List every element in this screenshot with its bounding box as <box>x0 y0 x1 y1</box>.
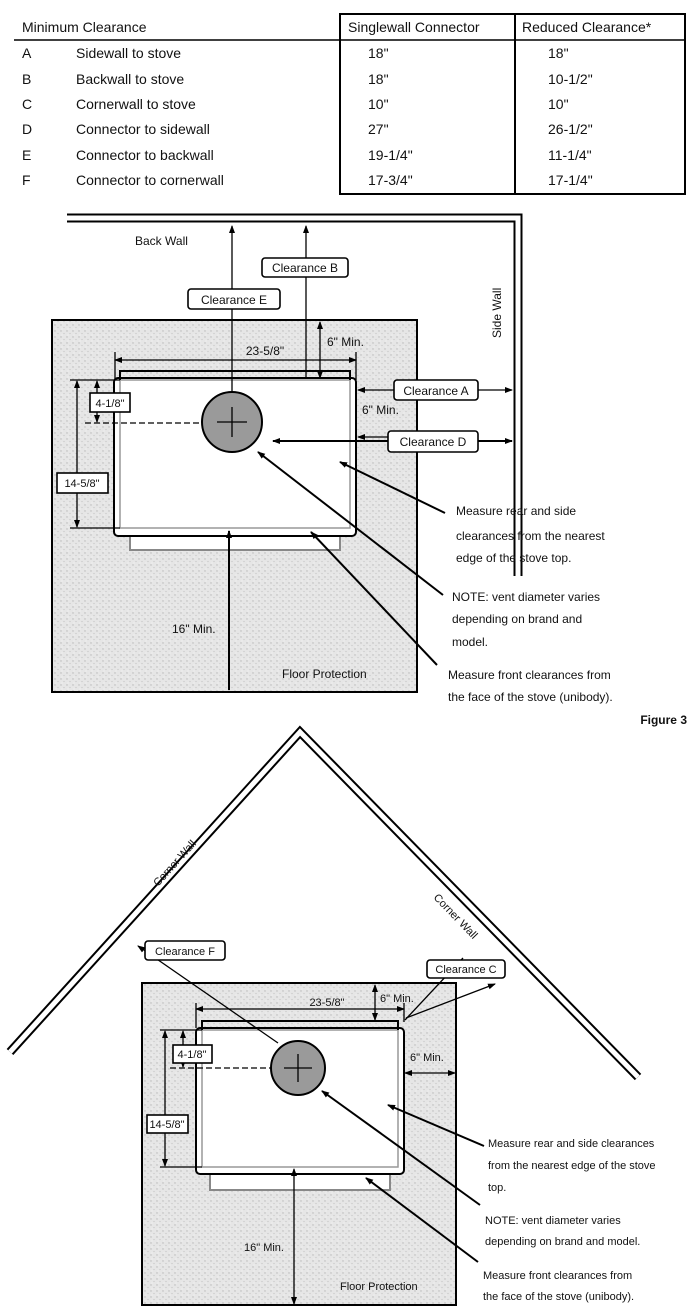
note-front-2: the face of the stove (unibody). <box>448 690 613 704</box>
stove-top-ledge <box>119 370 351 380</box>
note-rear-side-2: from the nearest edge of the stove <box>488 1160 656 1172</box>
cell-letter: E <box>22 147 31 163</box>
stove-top-ledge <box>201 1020 399 1030</box>
cell-singlewall: 18" <box>368 71 389 87</box>
header-singlewall: Singlewall Connector <box>348 19 480 35</box>
cell-reduced: 10-1/2" <box>548 71 593 87</box>
back-wall-label: Back Wall <box>135 234 188 248</box>
note-front-1: Measure front clearances from <box>448 668 611 682</box>
header-reduced: Reduced Clearance* <box>522 19 652 35</box>
clearance-c-label: Clearance C <box>435 964 496 976</box>
front-min-label: 16" Min. <box>244 1242 284 1254</box>
cell-singlewall: 10" <box>368 96 389 112</box>
cell-letter: D <box>22 121 32 137</box>
note-vent-1: NOTE: vent diameter varies <box>452 590 600 604</box>
cell-desc: Connector to sidewall <box>76 121 210 137</box>
clearance-f-label: Clearance F <box>155 946 215 958</box>
figure-corner-layout: Corner Wall Corner Wall Clearance F Clea… <box>6 725 656 1306</box>
cell-desc: Cornerwall to stove <box>76 96 196 112</box>
cell-singlewall: 19-1/4" <box>368 147 413 163</box>
table-row: F Connector to cornerwall 17-3/4" 17-1/4" <box>22 172 593 188</box>
cell-reduced: 26-1/2" <box>548 121 593 137</box>
cell-desc: Backwall to stove <box>76 71 184 87</box>
note-front-1: Measure front clearances from <box>483 1270 632 1282</box>
table-row: D Connector to sidewall 27" 26-1/2" <box>22 121 593 137</box>
cell-letter: B <box>22 71 31 87</box>
table-row: C Cornerwall to stove 10" 10" <box>22 96 569 112</box>
cell-letter: C <box>22 96 32 112</box>
cell-desc: Connector to backwall <box>76 147 214 163</box>
front-min-label: 16" Min. <box>172 622 216 636</box>
cell-desc: Sidewall to stove <box>76 45 181 61</box>
floor-protection-label: Floor Protection <box>340 1281 418 1293</box>
rear-min-label: 6" Min. <box>327 335 364 349</box>
depth-dimension: 14-5/8" <box>149 1119 184 1131</box>
note-rear-side-3: top. <box>488 1182 506 1194</box>
table-row: E Connector to backwall 19-1/4" 11-1/4" <box>22 147 592 163</box>
floor-protection-label: Floor Protection <box>282 667 367 681</box>
note-vent-3: model. <box>452 635 488 649</box>
cell-singlewall: 27" <box>368 121 389 137</box>
vent-offset-label: 4-1/8" <box>178 1049 207 1061</box>
table-row: B Backwall to stove 18" 10-1/2" <box>22 71 593 87</box>
clearance-e-label: Clearance E <box>201 293 267 307</box>
note-rear-side-1: Measure rear and side <box>456 504 576 518</box>
width-dimension: 23-5/8" <box>246 344 284 358</box>
table-row: A Sidewall to stove 18" 18" <box>22 45 569 61</box>
width-dimension: 23-5/8" <box>309 997 344 1009</box>
clearance-b-label: Clearance B <box>272 261 338 275</box>
note-vent-1: NOTE: vent diameter varies <box>485 1215 621 1227</box>
cell-reduced: 10" <box>548 96 569 112</box>
depth-dimension: 14-5/8" <box>64 478 99 490</box>
clearance-table: Minimum Clearance Singlewall Connector R… <box>14 13 686 195</box>
table-value-box <box>339 13 686 195</box>
corner-wall-left-label: Corner Wall <box>151 838 199 889</box>
note-vent-2: depending on brand and <box>452 612 582 626</box>
cell-letter: F <box>22 172 31 188</box>
cell-reduced: 18" <box>548 45 569 61</box>
vent-offset-label: 4-1/8" <box>96 398 125 410</box>
side-min-label: 6" Min. <box>362 403 399 417</box>
clearance-d-label: Clearance D <box>400 435 467 449</box>
cell-reduced: 11-1/4" <box>548 147 592 163</box>
cell-reduced: 17-1/4" <box>548 172 593 188</box>
note-front-2: the face of the stove (unibody). <box>483 1291 634 1303</box>
rear-min-label: 6" Min. <box>380 993 414 1005</box>
cell-letter: A <box>22 45 32 61</box>
header-minimum-clearance: Minimum Clearance <box>22 19 147 35</box>
figure-sidewall-layout: Back Wall Side Wall Clearance B Clearanc… <box>51 213 687 727</box>
note-vent-2: depending on brand and model. <box>485 1236 640 1248</box>
cell-singlewall: 17-3/4" <box>368 172 413 188</box>
clearance-a-label: Clearance A <box>403 384 468 398</box>
cell-singlewall: 18" <box>368 45 389 61</box>
corner-wall-right-label: Corner Wall <box>431 892 480 942</box>
note-rear-side-3: edge of the stove top. <box>456 551 571 565</box>
side-min-label: 6" Min. <box>410 1052 444 1064</box>
note-rear-side-1: Measure rear and side clearances <box>488 1138 655 1150</box>
cell-desc: Connector to cornerwall <box>76 172 224 188</box>
figure-caption: Figure 3 <box>640 713 687 727</box>
side-wall-label: Side Wall <box>490 288 504 338</box>
note-rear-side-2: clearances from the nearest <box>456 529 605 543</box>
